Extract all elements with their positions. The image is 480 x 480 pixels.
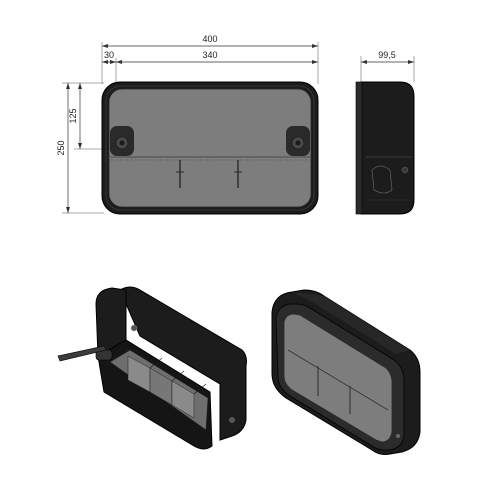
arrow-head (102, 44, 108, 48)
iso-closed-shelf-line (287, 349, 389, 411)
iso-open-left-wall (95, 287, 127, 357)
dimension-label-width: 400 (202, 34, 217, 44)
iso-divider-edge (149, 357, 163, 369)
arrow-head (66, 83, 70, 89)
arrow-head (102, 60, 108, 64)
iso-screw-hole (396, 434, 400, 438)
side-clip-detail (371, 165, 393, 194)
iso-screw-hole (130, 324, 138, 332)
dimension-label-offset: 30 (104, 50, 114, 60)
iso-closed-top-surface (292, 292, 410, 354)
dimension-label-inner-width: 340 (202, 50, 217, 60)
arrow-head (78, 143, 82, 149)
front-window (108, 88, 312, 208)
dimension-label-depth: 99,5 (378, 50, 396, 60)
isometric-view-closed (271, 289, 421, 455)
arrow-head (312, 60, 318, 64)
arrow-head (361, 60, 367, 64)
iso-divider-edge (193, 383, 207, 395)
dimension-label-half-height: 125 (68, 108, 78, 123)
arrow-head (312, 44, 318, 48)
iso-open-lid (57, 345, 107, 362)
front-view: 400 30 340 250 125 (56, 34, 319, 215)
arrow-head (110, 60, 116, 64)
iso-screw-hole (229, 417, 235, 423)
arrow-head (78, 83, 82, 89)
iso-closed-window (283, 313, 393, 443)
arrow-head (408, 60, 414, 64)
fixing-boss-left (110, 126, 134, 156)
side-housing (360, 81, 415, 215)
side-screw-hole (401, 166, 409, 174)
iso-divider-edge (171, 370, 185, 382)
iso-open-right-wall (119, 286, 247, 441)
front-housing-rim (105, 85, 315, 211)
arrow-head (116, 60, 122, 64)
isometric-view-open (57, 286, 247, 450)
side-view: 99,5 (355, 50, 415, 215)
iso-compartment (171, 380, 195, 419)
side-lid-edge (355, 81, 363, 215)
dimension-label-height: 250 (56, 140, 66, 155)
fixing-boss-right (286, 126, 310, 156)
arrow-head (66, 207, 70, 213)
